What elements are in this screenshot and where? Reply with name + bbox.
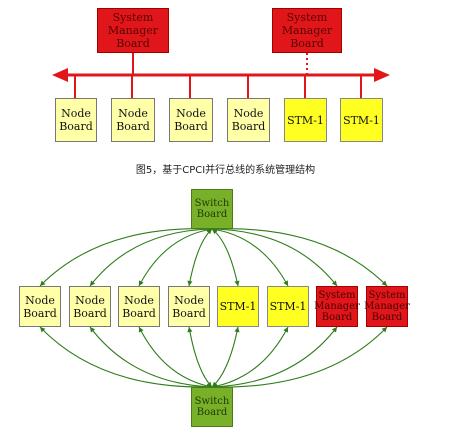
switch-bottom-link-8 — [211, 326, 388, 388]
switch-top-link-3-arrowhead-1 — [138, 280, 144, 286]
figure-caption: 图5，基于CPCI并行总线的系统管理结构 — [135, 165, 316, 176]
switch-bottom-link-8-arrowhead-0 — [381, 327, 387, 333]
bottom-node-board-1: Node Board — [19, 286, 61, 327]
stm-1-board-2: STM-1 — [340, 98, 383, 142]
bottom-node-board-2: Node Board — [69, 286, 111, 327]
board-drops — [74, 75, 362, 98]
switch-top-link-4 — [188, 228, 213, 287]
bottom-system-manager-board-2: System Manager Board — [364, 286, 410, 327]
switch-top-link-8 — [211, 228, 388, 287]
bottom-system-manager-board-1: System Manager Board — [314, 286, 360, 327]
switch-top-link-4-arrowhead-0 — [206, 229, 212, 235]
switch-top-link-5 — [211, 228, 239, 287]
switch-bottom-link-3 — [138, 326, 213, 388]
parallel-bus — [52, 68, 390, 82]
node-board-4: Node Board — [227, 98, 270, 142]
switch-top-link-4-arrowhead-1 — [187, 280, 193, 286]
switch-bottom-link-5-arrowhead-0 — [234, 327, 240, 333]
switch-top-link-3 — [138, 228, 213, 287]
bottom-stm-1-board-1: STM-1 — [217, 286, 259, 327]
switch-top-link-1-arrowhead-1 — [40, 280, 46, 286]
switch-top-link-2-arrowhead-1 — [90, 280, 96, 286]
switch-top-link-8-arrowhead-1 — [381, 280, 387, 286]
switch-top-link-1 — [39, 228, 213, 287]
switch-top-link-7-arrowhead-1 — [331, 280, 337, 286]
switch-bottom-link-4-arrowhead-0 — [187, 327, 193, 333]
switch-top-link-6-arrowhead-1 — [283, 280, 288, 286]
switch-top-link-6 — [211, 228, 289, 287]
switch-top-link-7 — [211, 228, 338, 287]
bottom-node-board-4: Node Board — [168, 286, 210, 327]
switch-links — [39, 226, 388, 390]
system-manager-board-1: System Manager Board — [97, 8, 169, 53]
switch-bottom-link-7 — [211, 326, 338, 388]
switch-top-link-5-arrowhead-1 — [234, 280, 240, 286]
node-board-3: Node Board — [169, 98, 213, 142]
system-manager-board-2: System Manager Board — [272, 8, 342, 53]
stm-1-board-1: STM-1 — [284, 98, 327, 142]
node-board-2: Node Board — [111, 98, 155, 142]
switch-bottom-link-2 — [89, 326, 213, 388]
switch-bottom-link-1-arrowhead-0 — [40, 327, 46, 333]
bottom-stm-1-board-2: STM-1 — [267, 286, 309, 327]
switch-bottom-link-4 — [188, 326, 213, 388]
switch-bottom-link-2-arrowhead-0 — [90, 327, 96, 333]
switch-bottom-link-6-arrowhead-0 — [283, 327, 288, 333]
bottom-node-board-3: Node Board — [118, 286, 160, 327]
switch-board-bottom: Switch Board — [191, 387, 233, 427]
switch-bottom-link-5 — [211, 326, 239, 388]
switch-bottom-link-6 — [211, 326, 289, 388]
switch-bottom-link-7-arrowhead-0 — [331, 327, 337, 333]
node-board-1: Node Board — [55, 98, 97, 142]
switch-board-top: Switch Board — [191, 189, 233, 229]
switch-bottom-link-4-arrowhead-1 — [206, 381, 212, 387]
switch-top-link-2 — [89, 228, 213, 287]
switch-bottom-link-3-arrowhead-0 — [138, 327, 144, 333]
switch-bottom-link-1 — [39, 326, 213, 388]
